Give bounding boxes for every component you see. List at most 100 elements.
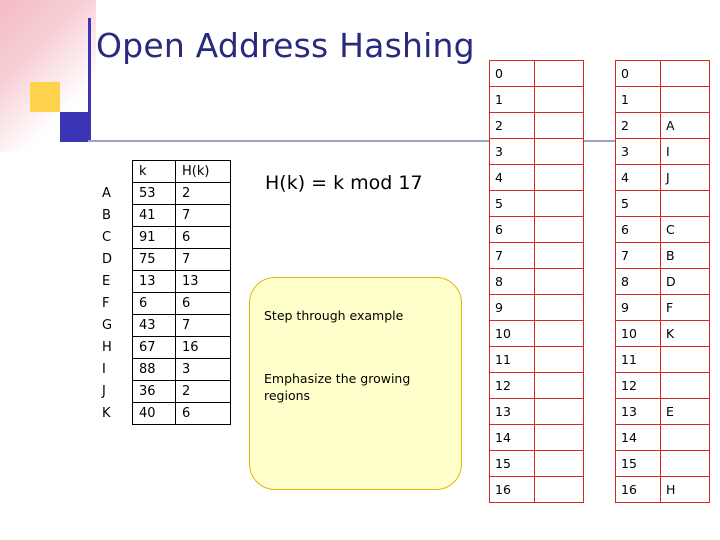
slot-value [660, 86, 710, 113]
slot-index: 10 [489, 320, 535, 347]
slot-value [534, 216, 584, 243]
table-row: 15 [615, 450, 710, 477]
table-row: 7 [489, 242, 584, 269]
slot-index: 15 [615, 450, 661, 477]
slot-value: H [660, 476, 710, 503]
row-hash: 2 [175, 380, 231, 403]
row-key: 53 [132, 182, 176, 205]
slot-value: B [660, 242, 710, 269]
slot-index: 8 [489, 268, 535, 295]
slot-value [534, 164, 584, 191]
slot-index: 12 [489, 372, 535, 399]
table-row: 12 [615, 372, 710, 399]
row-label: H [96, 336, 133, 359]
header-hk: H(k) [175, 160, 231, 183]
slot-index: 14 [489, 424, 535, 451]
slot-index: 6 [615, 216, 661, 243]
slot-value [660, 346, 710, 373]
slot-value [534, 190, 584, 217]
row-label: I [96, 358, 133, 381]
slot-index: 2 [615, 112, 661, 139]
slot-index: 13 [489, 398, 535, 425]
slot-value [534, 86, 584, 113]
slot-value [660, 450, 710, 477]
table-row: 15 [489, 450, 584, 477]
table-row: 9 [489, 294, 584, 321]
slot-value [534, 268, 584, 295]
slot-index: 5 [489, 190, 535, 217]
row-key: 43 [132, 314, 176, 337]
row-key: 41 [132, 204, 176, 227]
row-label: E [96, 270, 133, 293]
table-row: 14 [489, 424, 584, 451]
row-hash: 6 [175, 402, 231, 425]
slot-value [534, 242, 584, 269]
row-key: 6 [132, 292, 176, 315]
slot-value [534, 450, 584, 477]
slot-index: 4 [615, 164, 661, 191]
blue-square-icon [60, 112, 90, 142]
slot-value [660, 190, 710, 217]
row-key: 67 [132, 336, 176, 359]
vertical-rule [88, 18, 91, 142]
table-row: 14 [615, 424, 710, 451]
slot-index: 3 [615, 138, 661, 165]
slot-value: I [660, 138, 710, 165]
row-label: G [96, 314, 133, 337]
table-row: 12 [489, 372, 584, 399]
table-row: 6 [489, 216, 584, 243]
table-row: 2 [489, 112, 584, 139]
slot-value [534, 476, 584, 503]
row-hash: 7 [175, 248, 231, 271]
gradient-block-icon [0, 0, 96, 152]
slot-value [534, 424, 584, 451]
row-key: 36 [132, 380, 176, 403]
table-row: 11 [615, 346, 710, 373]
row-hash: 3 [175, 358, 231, 381]
table-row: 16 [489, 476, 584, 503]
table-row: 1 [489, 86, 584, 113]
row-label: K [96, 402, 133, 425]
slot-index: 11 [489, 346, 535, 373]
slot-index: 16 [615, 476, 661, 503]
slot-value [534, 320, 584, 347]
row-label: F [96, 292, 133, 315]
table-row: 5 [615, 190, 710, 217]
slot-value [534, 112, 584, 139]
slot-value: F [660, 294, 710, 321]
slot-index: 0 [489, 60, 535, 87]
row-key: 75 [132, 248, 176, 271]
row-key: 88 [132, 358, 176, 381]
slot-index: 1 [615, 86, 661, 113]
slot-value: J [660, 164, 710, 191]
slot-index: 7 [615, 242, 661, 269]
horizontal-rule [88, 140, 648, 142]
slot-index: 8 [615, 268, 661, 295]
slot-value [534, 346, 584, 373]
slot-value [534, 398, 584, 425]
slot-value [660, 424, 710, 451]
table-row: 8 [489, 268, 584, 295]
row-hash: 6 [175, 226, 231, 249]
slot-index: 4 [489, 164, 535, 191]
key-table-head: k H(k) [96, 160, 231, 183]
table-row: 4 [489, 164, 584, 191]
table-row: 10 [489, 320, 584, 347]
row-key: 91 [132, 226, 176, 249]
table-row: 0 [615, 60, 710, 87]
